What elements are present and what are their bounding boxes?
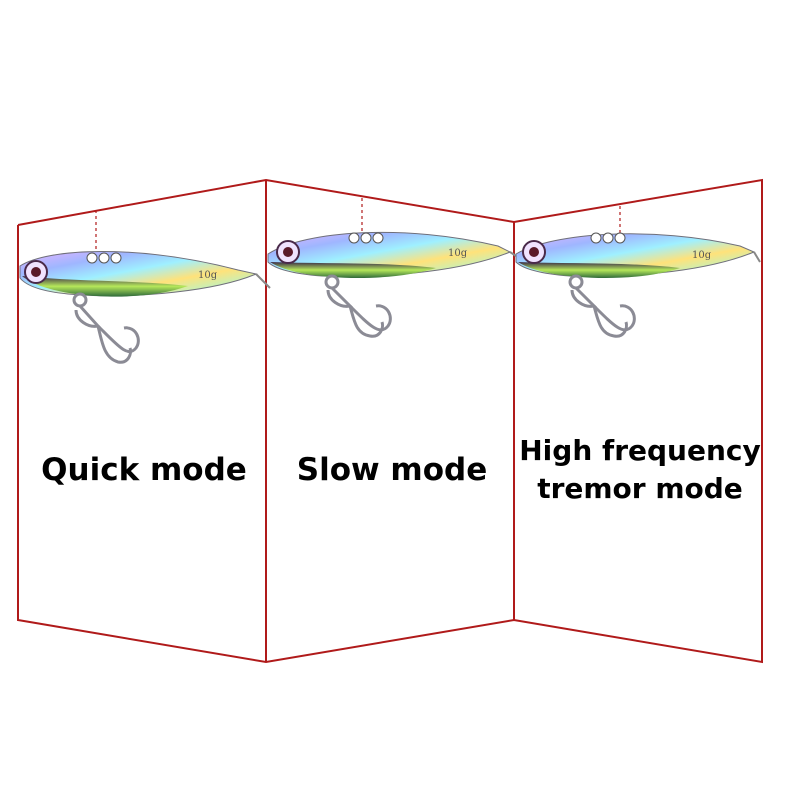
treble-hook-icon [72,292,140,364]
svg-text:10g: 10g [448,248,468,259]
slow-mode-label: Slow mode [296,452,488,488]
svg-text:10g: 10g [692,250,712,261]
fishing-lure-icon: 10g [267,198,517,338]
treble-hook-icon [568,274,636,338]
fishing-lure-icon: 10g [19,210,271,364]
quick-mode-label: Quick mode [41,452,247,488]
panel-frame [17,178,763,664]
high-frequency-tremor-mode-label: High frequency tremor mode [519,434,761,505]
svg-text:10g: 10g [198,270,218,281]
fishing-lure-icon: 10g [515,206,761,338]
treble-hook-icon [324,274,392,338]
